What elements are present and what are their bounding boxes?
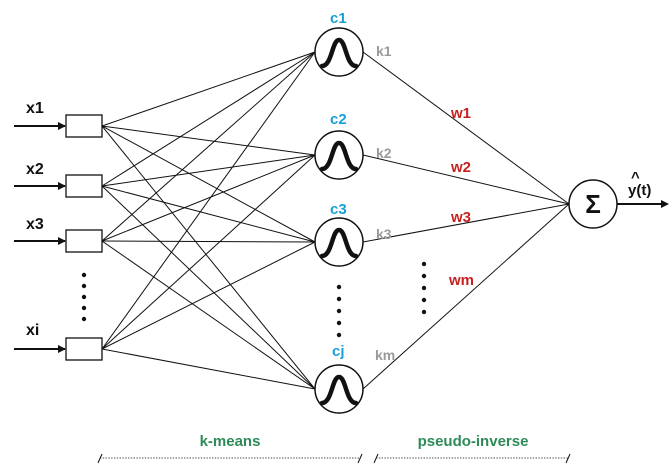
output-hat: ^ bbox=[631, 169, 640, 186]
gaussian-icon bbox=[319, 227, 359, 259]
hidden-output-connection bbox=[362, 203, 570, 390]
input-hidden-connection bbox=[101, 51, 316, 127]
input-hidden-connection bbox=[101, 125, 316, 156]
input-label-x2: x2 bbox=[26, 161, 44, 178]
input-nodes bbox=[65, 114, 103, 361]
weight-ellipsis bbox=[421, 261, 427, 315]
hidden-node-2 bbox=[314, 130, 364, 180]
k-label-3: k3 bbox=[376, 226, 392, 242]
connections bbox=[101, 51, 570, 390]
input-hidden-connection bbox=[101, 185, 316, 243]
input-hidden-connection bbox=[101, 240, 316, 243]
bracket-pseudo-inverse bbox=[373, 453, 571, 464]
input-hidden-connection bbox=[101, 154, 316, 350]
input-hidden-connection bbox=[101, 51, 316, 242]
summation-node: Σ bbox=[568, 179, 618, 229]
gaussian-icon bbox=[319, 140, 359, 172]
hidden-node-j bbox=[314, 364, 364, 414]
input-node-xi bbox=[65, 337, 103, 361]
center-label-c1: c1 bbox=[330, 10, 347, 27]
section-label-k-means: k-means bbox=[200, 433, 261, 450]
hidden-output-connection bbox=[362, 51, 570, 205]
input-hidden-connection bbox=[101, 185, 316, 390]
hidden-output-connection bbox=[362, 154, 570, 205]
input-label-xi: xi bbox=[26, 322, 39, 339]
input-node-x1 bbox=[65, 114, 103, 138]
input-node-x3 bbox=[65, 229, 103, 253]
input-hidden-connection bbox=[101, 240, 316, 390]
k-label-2: k2 bbox=[376, 145, 392, 161]
input-label-x1: x1 bbox=[26, 100, 44, 117]
k-label-m: km bbox=[375, 347, 395, 363]
weight-label-w2: w2 bbox=[450, 159, 471, 176]
weight-label-w3: w3 bbox=[450, 209, 471, 226]
input-hidden-connection bbox=[101, 154, 316, 187]
center-label-cj: cj bbox=[332, 343, 345, 360]
section-label-pseudo-inverse: pseudo-inverse bbox=[418, 433, 529, 450]
input-hidden-connection bbox=[101, 51, 316, 350]
input-label-x3: x3 bbox=[26, 216, 44, 233]
input-ellipsis bbox=[81, 272, 87, 322]
input-node-x2 bbox=[65, 174, 103, 198]
input-hidden-connection bbox=[101, 348, 316, 390]
output-label: y(t) bbox=[628, 182, 651, 199]
center-label-c2: c2 bbox=[330, 111, 347, 128]
gaussian-icon bbox=[319, 374, 359, 406]
gaussian-icon bbox=[319, 37, 359, 69]
bracket-k-means bbox=[97, 453, 363, 464]
hidden-ellipsis bbox=[336, 284, 342, 338]
input-hidden-connection bbox=[101, 125, 316, 390]
input-arrows bbox=[14, 122, 66, 353]
weight-label-w1: w1 bbox=[450, 105, 471, 122]
input-hidden-connection bbox=[101, 154, 316, 242]
center-label-c3: c3 bbox=[330, 201, 347, 218]
input-hidden-connection bbox=[101, 51, 316, 187]
input-hidden-connection bbox=[101, 125, 316, 243]
weight-label-wm: wm bbox=[448, 272, 474, 289]
output-arrowhead bbox=[661, 200, 669, 208]
hidden-output-connection bbox=[362, 203, 570, 243]
k-label-1: k1 bbox=[376, 43, 392, 59]
sigma-icon: Σ bbox=[585, 189, 601, 219]
input-hidden-connection bbox=[101, 241, 316, 350]
hidden-node-3 bbox=[314, 217, 364, 267]
hidden-node-1 bbox=[314, 27, 364, 77]
